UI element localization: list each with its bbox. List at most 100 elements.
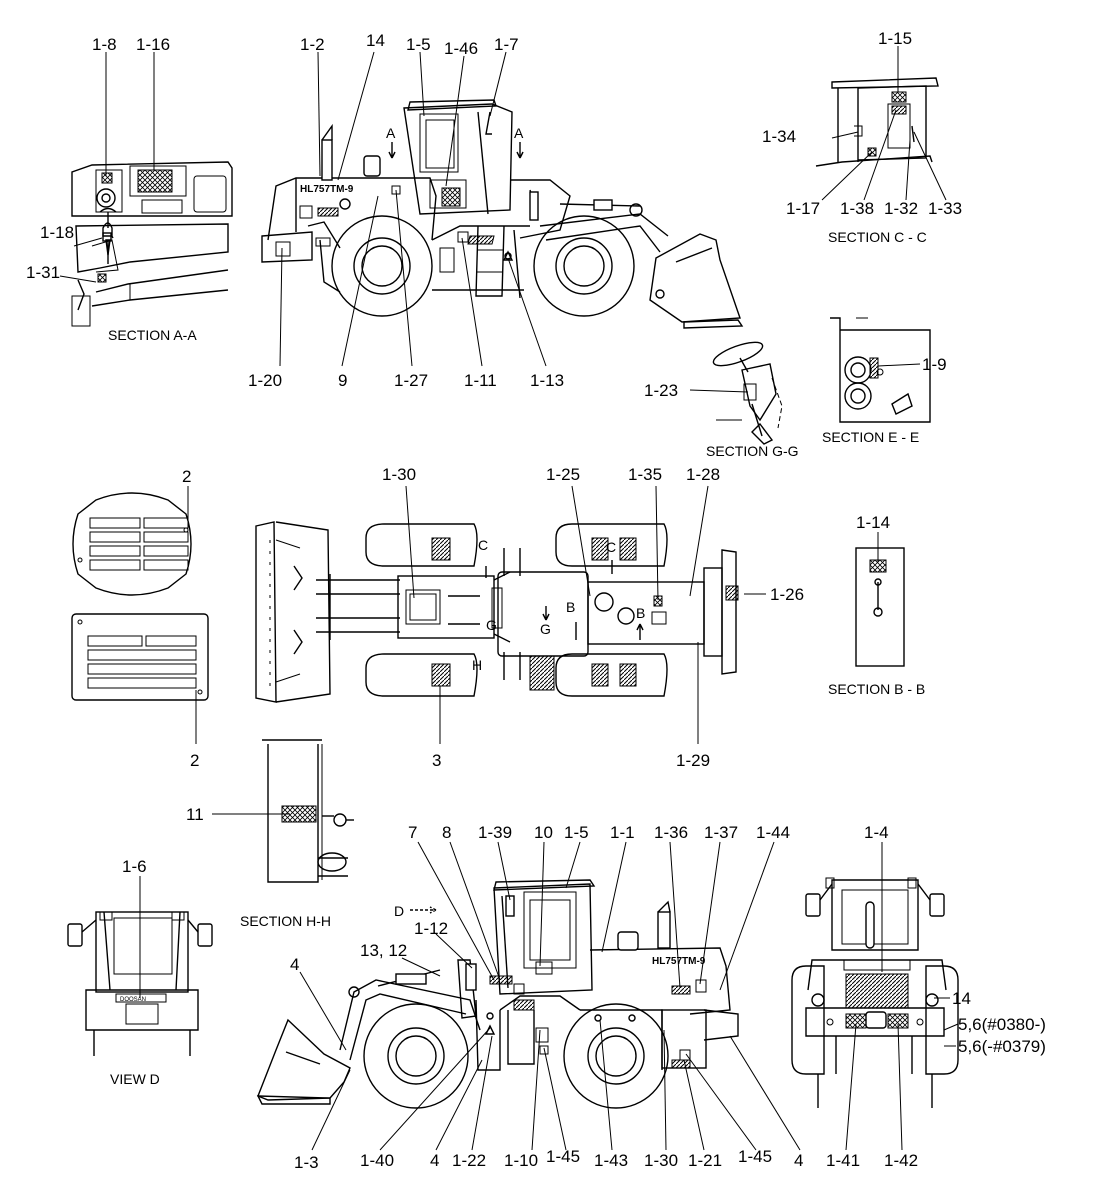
title-section-a-a: SECTION A-A [108,327,197,343]
callout-1-20: 1-20 [248,371,282,390]
marker-b-left: B [566,599,575,615]
view-markers: A A C C G G B B H D [386,125,645,919]
callout-1-28: 1-28 [686,465,720,484]
callout-1-45-right: 1-45 [738,1147,772,1166]
section-titles: SECTION A-A SECTION C - C SECTION G-G SE… [108,229,927,1087]
callout-labels: 1-8 1-16 1-2 14 1-5 1-46 1-7 1-15 1-34 1… [26,29,1046,1172]
section-h-h-drawing [262,739,354,883]
callout-1-3: 1-3 [294,1153,319,1172]
title-section-b-b: SECTION B - B [828,681,925,697]
callout-1-30-top: 1-30 [382,465,416,484]
marker-d: D [394,903,404,919]
side-view-left-drawing: HL757TM-9 [256,879,739,1109]
callout-10: 10 [534,823,553,842]
callout-14-rear: 14 [952,989,971,1008]
view-d-drawing: DOOSAN [67,911,213,1056]
section-c-c-drawing [815,77,939,167]
section-a-a-drawing [71,161,233,327]
title-view-d: VIEW D [110,1071,160,1087]
callout-1-26: 1-26 [770,585,804,604]
callout-1-13: 1-13 [530,371,564,390]
callout-1-41: 1-41 [826,1151,860,1170]
decal-2-drawing [71,492,209,701]
marker-g-center: G [540,621,551,637]
marker-g-left: G [486,617,497,633]
callout-1-29: 1-29 [676,751,710,770]
callout-1-33: 1-33 [928,199,962,218]
title-section-e-e: SECTION E - E [822,429,919,445]
callout-3: 3 [432,751,441,770]
callout-1-9: 1-9 [922,355,947,374]
callout-1-42: 1-42 [884,1151,918,1170]
callout-9: 9 [338,371,347,390]
marker-a-left: A [386,125,396,141]
callout-1-43: 1-43 [594,1151,628,1170]
callout-1-7: 1-7 [494,35,519,54]
callout-1-34: 1-34 [762,127,796,146]
callout-1-23: 1-23 [644,381,678,400]
callout-1-8: 1-8 [92,35,117,54]
section-e-e-drawing [830,317,931,423]
callout-1-5: 1-5 [406,35,431,54]
callout-1-11: 1-11 [464,371,497,390]
callout-2-top: 2 [182,467,191,486]
marker-h: H [472,657,482,673]
title-section-h-h: SECTION H-H [240,913,331,929]
callout-1-30-bottom: 1-30 [644,1151,678,1170]
svg-text:HL757TM-9: HL757TM-9 [652,956,706,967]
callout-8: 8 [442,823,451,842]
callout-14: 14 [366,31,385,50]
callout-1-22: 1-22 [452,1151,486,1170]
svg-text:DOOSAN: DOOSAN [120,997,146,1003]
svg-text:HL757TM-9: HL757TM-9 [300,184,354,195]
callout-1-6: 1-6 [122,857,147,876]
callout-4-left: 4 [290,955,299,974]
callout-1-27: 1-27 [394,371,428,390]
marker-b-right: B [636,605,645,621]
callout-1-32: 1-32 [884,199,918,218]
marker-a-right: A [514,125,524,141]
callout-1-31: 1-31 [26,263,60,282]
top-view-drawing [255,521,739,703]
callout-5-6-0380: 5,6(#0380-) [958,1015,1046,1034]
callout-1-16: 1-16 [136,35,170,54]
callout-1-15: 1-15 [878,29,912,48]
callout-1-46: 1-46 [444,39,478,58]
callout-1-17: 1-17 [786,199,820,218]
callout-1-12: 1-12 [414,919,448,938]
callout-11: 11 [186,805,204,824]
callout-1-35: 1-35 [628,465,662,484]
callout-1-39: 1-39 [478,823,512,842]
callout-4-right: 4 [794,1151,803,1170]
callout-5-6-0379: 5,6(-#0379) [958,1037,1046,1056]
rear-view-drawing [791,877,959,1108]
callout-1-14: 1-14 [856,513,890,532]
callout-1-25: 1-25 [546,465,580,484]
callout-1-2: 1-2 [300,35,325,54]
callout-1-44: 1-44 [756,823,790,842]
title-section-c-c: SECTION C - C [828,229,927,245]
leader-lines [59,46,959,1151]
callout-4-mid: 4 [430,1151,439,1170]
callout-1-18: 1-18 [40,223,74,242]
callout-1-45-left: 1-45 [546,1147,580,1166]
callout-1-5-bottom: 1-5 [564,823,589,842]
callout-1-37: 1-37 [704,823,738,842]
callout-7: 7 [408,823,417,842]
callout-1-10: 1-10 [504,1151,538,1170]
callout-1-1: 1-1 [610,823,635,842]
callout-1-38: 1-38 [840,199,874,218]
marker-c-left: C [478,537,488,553]
side-view-right-drawing: HL757TM-9 [261,99,744,329]
callout-1-21: 1-21 [688,1151,722,1170]
section-b-b-drawing [855,547,905,667]
callout-2-bottom: 2 [190,751,199,770]
callout-1-4: 1-4 [864,823,889,842]
callout-1-36: 1-36 [654,823,688,842]
section-g-g-drawing [712,341,783,445]
callout-13-12: 13, 12 [360,941,407,960]
callout-1-40: 1-40 [360,1151,394,1170]
marker-c-right: C [606,539,616,555]
title-section-g-g: SECTION G-G [706,443,799,459]
